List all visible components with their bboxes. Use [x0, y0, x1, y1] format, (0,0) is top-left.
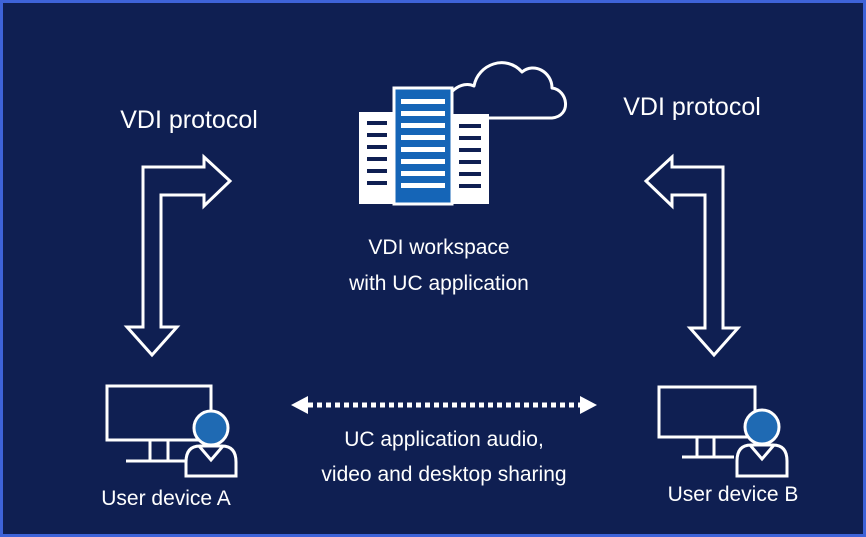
right-protocol-arrow [643, 153, 742, 358]
workspace-label-line1: VDI workspace [368, 236, 509, 259]
dotted-double-arrow-icon [291, 396, 597, 414]
sharing-label-line1: UC application audio, [344, 428, 544, 451]
protocol-label-left: VDI protocol [120, 106, 258, 134]
sharing-label-line2: video and desktop sharing [321, 463, 566, 486]
device-a-icon [105, 384, 238, 478]
workspace-label-line2: with UC application [348, 272, 529, 295]
cloud-buildings-icon [359, 61, 567, 206]
protocol-label-right: VDI protocol [623, 93, 761, 121]
device-b-label: User device B [668, 483, 799, 506]
vdi-diagram: VDI protocol VDI protocol VDI workspace … [3, 3, 863, 534]
device-b-icon [657, 385, 789, 478]
diagram-background [3, 3, 863, 534]
left-protocol-arrow [123, 153, 233, 358]
device-a-label: User device A [101, 487, 231, 510]
